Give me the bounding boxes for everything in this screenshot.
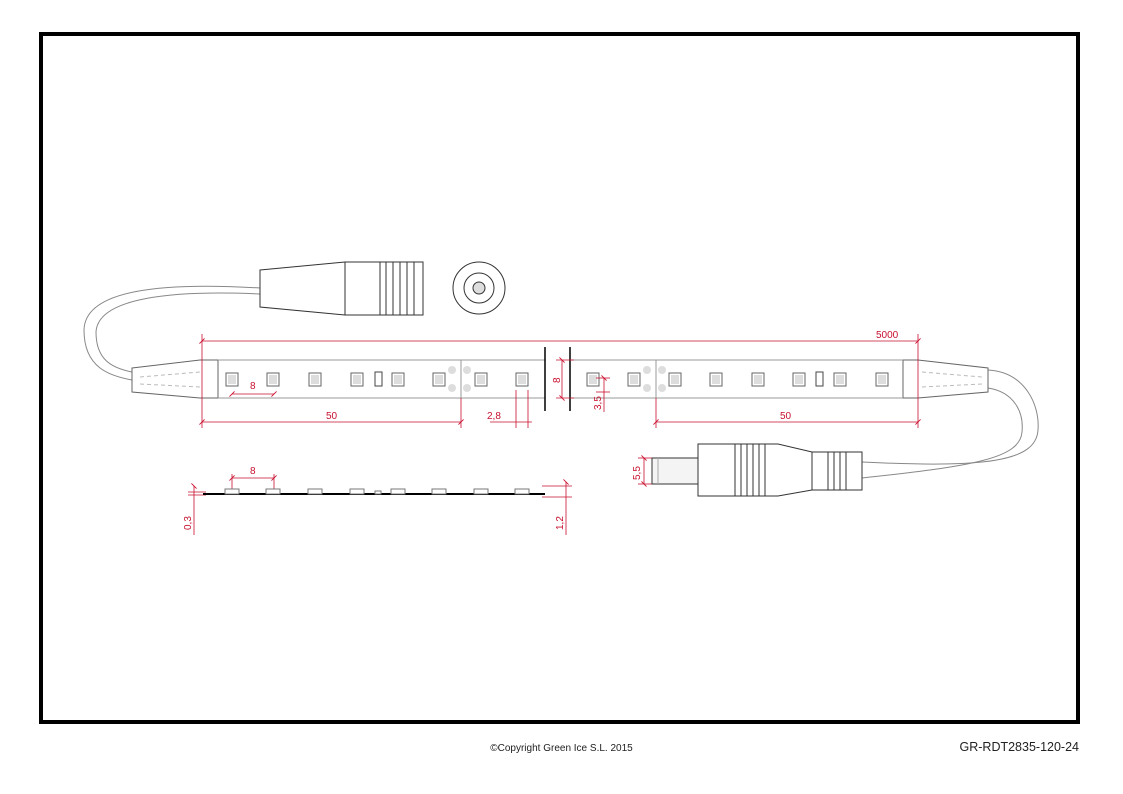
dim-side-pitch: 8	[250, 466, 256, 477]
dim-cut-gap: 2,8	[487, 411, 501, 422]
dim-height: 1,2	[555, 516, 566, 530]
solder-pad	[463, 366, 471, 374]
strip-side-view	[203, 488, 545, 495]
led-chip-core	[269, 375, 277, 384]
led-chip-core	[353, 375, 361, 384]
dim-plug-diameter: 5,5	[632, 466, 643, 480]
left-end-cap	[131, 359, 219, 399]
led-strip-right-section	[570, 359, 903, 399]
led-chip-core	[228, 375, 236, 384]
led-chip-core	[795, 375, 803, 384]
drawing-frame	[39, 32, 1080, 724]
solder-pad	[463, 384, 471, 392]
solder-pad	[643, 384, 651, 392]
side-resistor	[374, 490, 382, 495]
led-chip-core	[878, 375, 886, 384]
copyright-text: ©Copyright Green Ice S.L. 2015	[490, 743, 633, 754]
resistor	[815, 371, 824, 387]
resistor	[374, 371, 383, 387]
led-chip-core	[477, 375, 485, 384]
dim-total-length: 5000	[876, 330, 899, 341]
female-dc-connector	[259, 261, 424, 316]
dim-strip-width: 8	[552, 377, 563, 383]
led-chip-core	[630, 375, 638, 384]
led-chip-core	[712, 375, 720, 384]
dim-segment-left: 50	[326, 411, 338, 422]
led-chip-core	[394, 375, 402, 384]
side-led	[265, 488, 281, 495]
led-chips	[225, 366, 889, 392]
strip-break-marks	[544, 347, 571, 411]
solder-pad	[448, 366, 456, 374]
connector-end-view	[452, 261, 506, 315]
led-strip-left-section	[218, 359, 545, 399]
left-cable	[83, 285, 261, 381]
dim-led-pitch: 8	[250, 381, 256, 392]
product-reference: GR-RDT2835-120-24	[959, 740, 1080, 754]
dim-pad-offset: 3,5	[593, 396, 604, 410]
solder-pad	[658, 366, 666, 374]
side-led	[349, 488, 365, 495]
right-end-cap	[902, 359, 989, 399]
dimension-lines	[188, 334, 921, 535]
side-led	[224, 488, 240, 495]
side-led	[390, 488, 406, 495]
led-chip-core	[311, 375, 319, 384]
solder-pad	[658, 384, 666, 392]
side-led	[473, 488, 489, 495]
side-led	[514, 488, 530, 495]
dim-segment-right: 50	[780, 411, 792, 422]
dim-thickness: 0,3	[183, 516, 194, 530]
led-chip-core	[671, 375, 679, 384]
male-dc-plug	[651, 443, 863, 497]
solder-pad	[643, 366, 651, 374]
side-led	[431, 488, 447, 495]
led-chip-core	[518, 375, 526, 384]
solder-pad	[448, 384, 456, 392]
led-chip-core	[589, 375, 597, 384]
led-chip-core	[836, 375, 844, 384]
led-chip-core	[435, 375, 443, 384]
right-cable	[861, 369, 1039, 465]
side-led	[307, 488, 323, 495]
led-chip-core	[754, 375, 762, 384]
